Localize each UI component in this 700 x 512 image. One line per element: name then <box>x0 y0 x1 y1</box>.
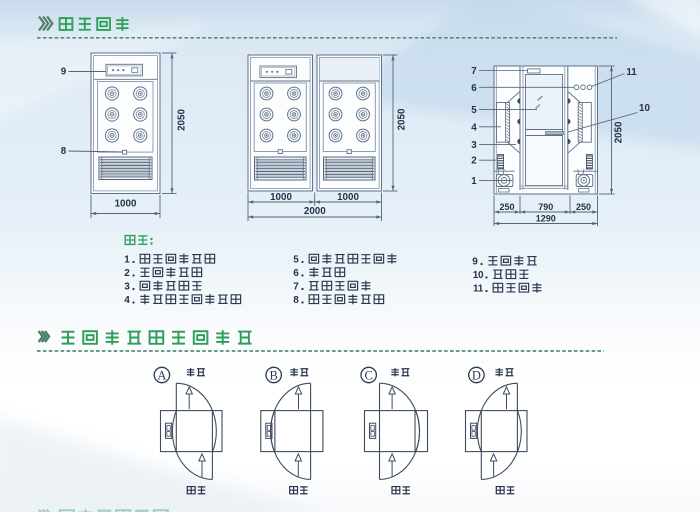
svg-text:1290: 1290 <box>536 214 556 224</box>
svg-text:8: 8 <box>293 295 299 306</box>
svg-text:2050: 2050 <box>177 109 188 131</box>
svg-text:250: 250 <box>499 202 514 212</box>
svg-text:7: 7 <box>293 282 299 293</box>
svg-text:4: 4 <box>471 122 477 133</box>
svg-text:4: 4 <box>124 295 130 306</box>
svg-text:C: C <box>365 368 373 382</box>
svg-text:250: 250 <box>576 202 591 212</box>
svg-text:10: 10 <box>639 103 650 114</box>
svg-text:5: 5 <box>293 255 299 266</box>
svg-text:8: 8 <box>61 146 67 157</box>
svg-text:D: D <box>472 368 481 382</box>
svg-text:10: 10 <box>473 270 484 281</box>
svg-text:1000: 1000 <box>115 199 137 210</box>
svg-text:11: 11 <box>626 67 637 78</box>
svg-text:11: 11 <box>473 284 484 295</box>
svg-text:B: B <box>270 368 278 382</box>
svg-text:2: 2 <box>124 268 130 279</box>
svg-text:790: 790 <box>538 202 553 212</box>
svg-text:2: 2 <box>471 156 477 167</box>
svg-text:1000: 1000 <box>337 192 359 203</box>
svg-text:1000: 1000 <box>270 192 292 203</box>
svg-text:2000: 2000 <box>304 206 326 217</box>
svg-text:9: 9 <box>61 67 67 78</box>
svg-text:7: 7 <box>471 66 477 77</box>
svg-text:3: 3 <box>471 140 477 151</box>
svg-text:A: A <box>157 368 166 382</box>
svg-text:5: 5 <box>471 105 477 116</box>
svg-text:2050: 2050 <box>397 108 408 130</box>
svg-text:6: 6 <box>471 83 477 94</box>
svg-text:1: 1 <box>124 255 130 266</box>
svg-text:2050: 2050 <box>614 121 625 143</box>
svg-text:3: 3 <box>124 282 130 293</box>
svg-text:9: 9 <box>472 257 478 268</box>
svg-text:1: 1 <box>471 176 477 187</box>
svg-text:6: 6 <box>293 268 299 279</box>
